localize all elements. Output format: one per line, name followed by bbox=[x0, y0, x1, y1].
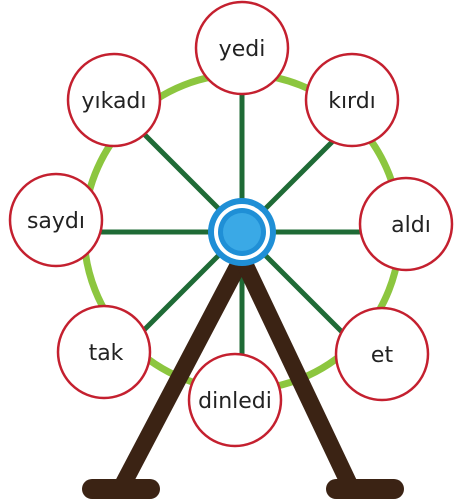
stand-foot-left bbox=[82, 479, 160, 499]
bubble-circle bbox=[56, 304, 152, 400]
bubble-circle bbox=[358, 176, 454, 272]
word-bubble-saydi: saydı bbox=[8, 172, 104, 268]
word-label: dinledi bbox=[198, 389, 272, 414]
word-label: aldı bbox=[391, 213, 431, 238]
stand-foot-right bbox=[326, 479, 404, 499]
stand-leg-left bbox=[112, 254, 250, 494]
word-bubble-tak: tak bbox=[56, 304, 152, 400]
bubble-circle bbox=[8, 172, 104, 268]
word-label: saydı bbox=[27, 209, 85, 234]
word-bubble-et: et bbox=[334, 306, 430, 402]
word-label: yıkadı bbox=[81, 89, 146, 114]
word-bubble-aldi: aldı bbox=[358, 176, 454, 272]
word-bubble-kirdi: kırdı bbox=[304, 52, 400, 148]
word-label: kırdı bbox=[328, 89, 376, 114]
bubble-circle bbox=[334, 306, 430, 402]
word-label: tak bbox=[89, 341, 124, 366]
wheel-hub bbox=[208, 198, 276, 266]
bubble-circle bbox=[194, 0, 290, 96]
word-label: et bbox=[371, 343, 394, 368]
word-bubble-yikadi: yıkadı bbox=[66, 52, 162, 148]
bubble-circle bbox=[304, 52, 400, 148]
bubble-circle bbox=[66, 52, 162, 148]
wheel-stand bbox=[82, 254, 404, 499]
word-label: yedi bbox=[219, 37, 266, 62]
bubble-circle bbox=[187, 352, 283, 448]
word-bubble-dinledi: dinledi bbox=[187, 352, 283, 448]
word-bubble-yedi: yedi bbox=[194, 0, 290, 96]
stand-leg-right bbox=[234, 254, 360, 494]
hub-center bbox=[223, 213, 261, 251]
